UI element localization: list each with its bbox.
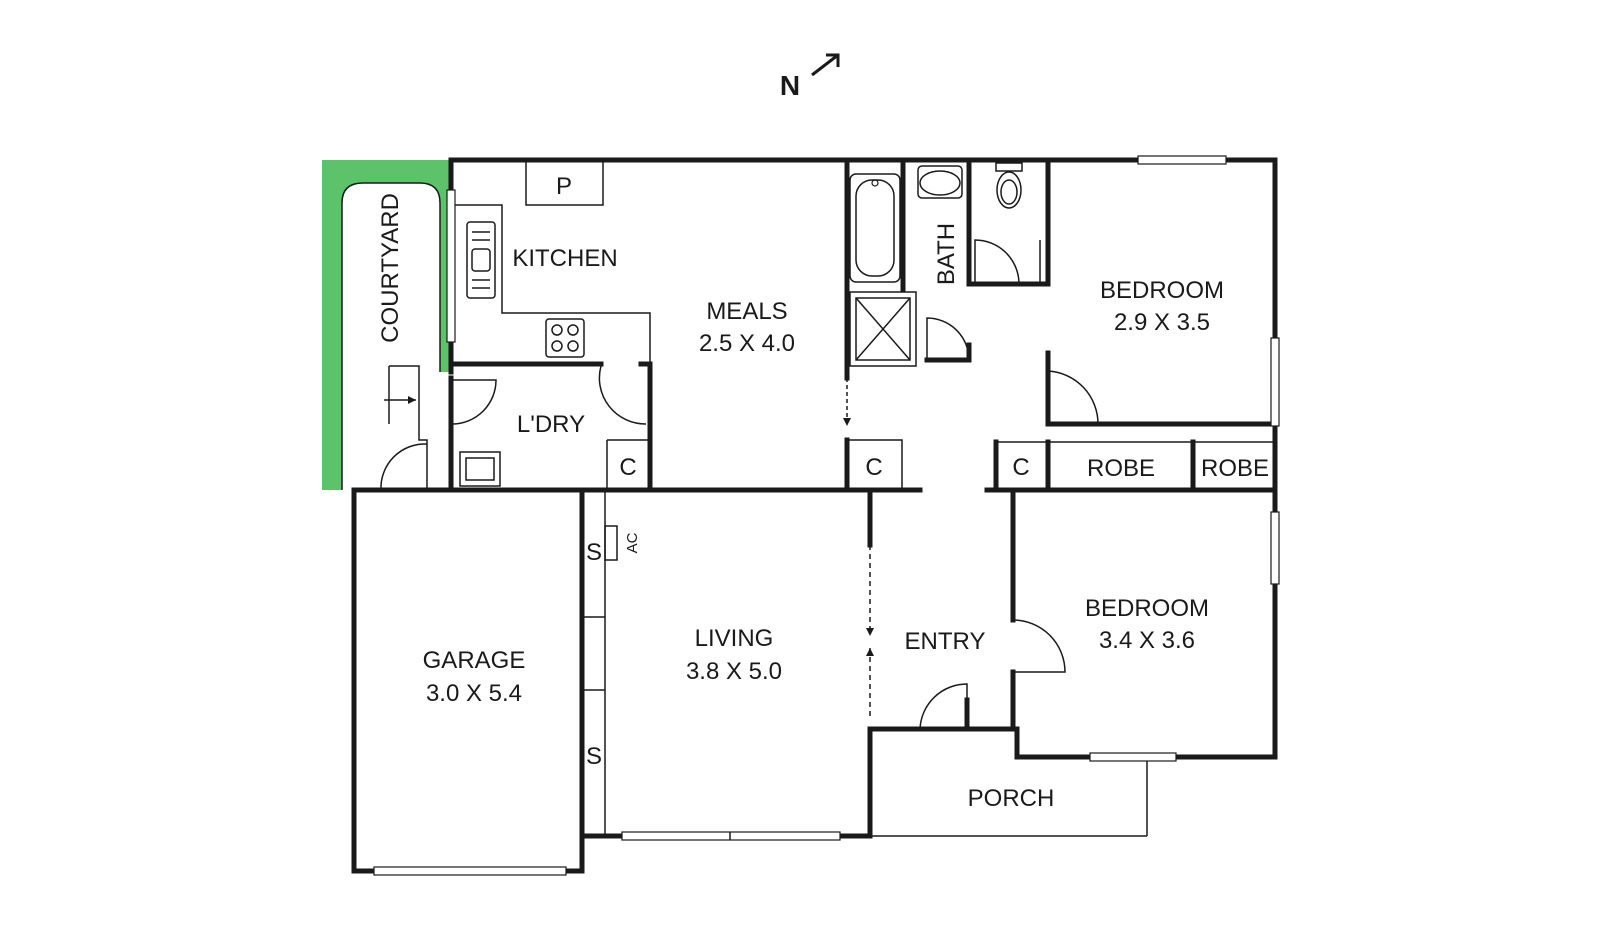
- living-size: 3.8 X 5.0: [686, 658, 782, 685]
- pantry-label: P: [556, 173, 572, 200]
- window: [1089, 752, 1177, 762]
- bedroom-2-door: [1012, 619, 1066, 673]
- storage-1-label: S: [586, 539, 602, 566]
- sink-icon: [466, 221, 496, 299]
- robe-1-label: ROBE: [1087, 455, 1155, 482]
- bedroom-1-size: 2.9 X 3.5: [1114, 309, 1210, 336]
- bedroom-2: BEDROOM 3.4 X 3.6: [1085, 595, 1209, 654]
- kitchen: P KITCHEN: [455, 160, 651, 364]
- bedroom-1: BEDROOM 2.9 X 3.5 ROBE ROBE C: [1012, 277, 1269, 482]
- laundry-door: [598, 365, 647, 425]
- bath-label: BATH: [933, 223, 960, 285]
- bath-room: BATH: [849, 162, 1041, 367]
- courtyard: COURTYARD: [322, 160, 451, 490]
- courtyard-garden: [322, 160, 451, 490]
- north-compass: N: [780, 53, 840, 101]
- meals-room: MEALS 2.5 X 4.0 C: [699, 298, 903, 490]
- entry-door: [919, 683, 968, 730]
- cooktop-icon: [545, 318, 585, 358]
- living-label: LIVING: [695, 625, 774, 652]
- garage: GARAGE 3.0 X 5.4 S S AC: [423, 525, 641, 770]
- courtyard-door: [380, 443, 428, 491]
- entry: ENTRY: [905, 619, 1066, 730]
- laundry-room: L'DRY C: [380, 365, 650, 491]
- kitchen-label: KITCHEN: [512, 245, 617, 272]
- window: [621, 831, 841, 841]
- living-room: LIVING 3.8 X 5.0: [686, 545, 874, 716]
- window: [1270, 511, 1280, 585]
- north-arrow-icon: [811, 53, 840, 77]
- meals-size: 2.5 X 4.0: [699, 330, 795, 357]
- laundry-tub-icon: [459, 451, 501, 487]
- window: [373, 866, 567, 876]
- bedroom-1-label: BEDROOM: [1100, 277, 1224, 304]
- porch: PORCH: [968, 785, 1055, 812]
- meals-cupboard-label: C: [865, 454, 882, 481]
- bedroom-1-door: [1047, 370, 1099, 425]
- toilet-icon: [995, 162, 1023, 209]
- meals-label: MEALS: [706, 298, 787, 325]
- garage-label: GARAGE: [423, 647, 526, 674]
- window: [446, 189, 456, 343]
- robe-2-label: ROBE: [1201, 455, 1269, 482]
- porch-label: PORCH: [968, 785, 1055, 812]
- ac-label: AC: [624, 532, 641, 553]
- window: [1137, 155, 1227, 165]
- north-label: N: [780, 70, 800, 101]
- bathtub-icon: [849, 173, 901, 283]
- wc-door: [974, 239, 1020, 285]
- laundry-side-door: [451, 379, 497, 425]
- shower-icon: [849, 291, 917, 367]
- bath-door: [926, 317, 970, 361]
- bedroom-2-size: 3.4 X 3.6: [1099, 627, 1195, 654]
- laundry-label: L'DRY: [517, 411, 585, 438]
- air-conditioner-icon: [604, 525, 618, 561]
- courtyard-label: COURTYARD: [377, 193, 404, 343]
- basin-icon: [919, 170, 961, 196]
- garage-size: 3.0 X 5.4: [426, 680, 522, 707]
- storage-2-label: S: [586, 743, 602, 770]
- windows: [373, 155, 1280, 876]
- exterior-walls: [351, 157, 1278, 874]
- window: [1270, 337, 1280, 427]
- entry-label: ENTRY: [905, 628, 986, 655]
- bedroom-2-label: BEDROOM: [1085, 595, 1209, 622]
- hall-cupboard-label: C: [1012, 454, 1029, 481]
- laundry-cupboard-label: C: [619, 454, 636, 481]
